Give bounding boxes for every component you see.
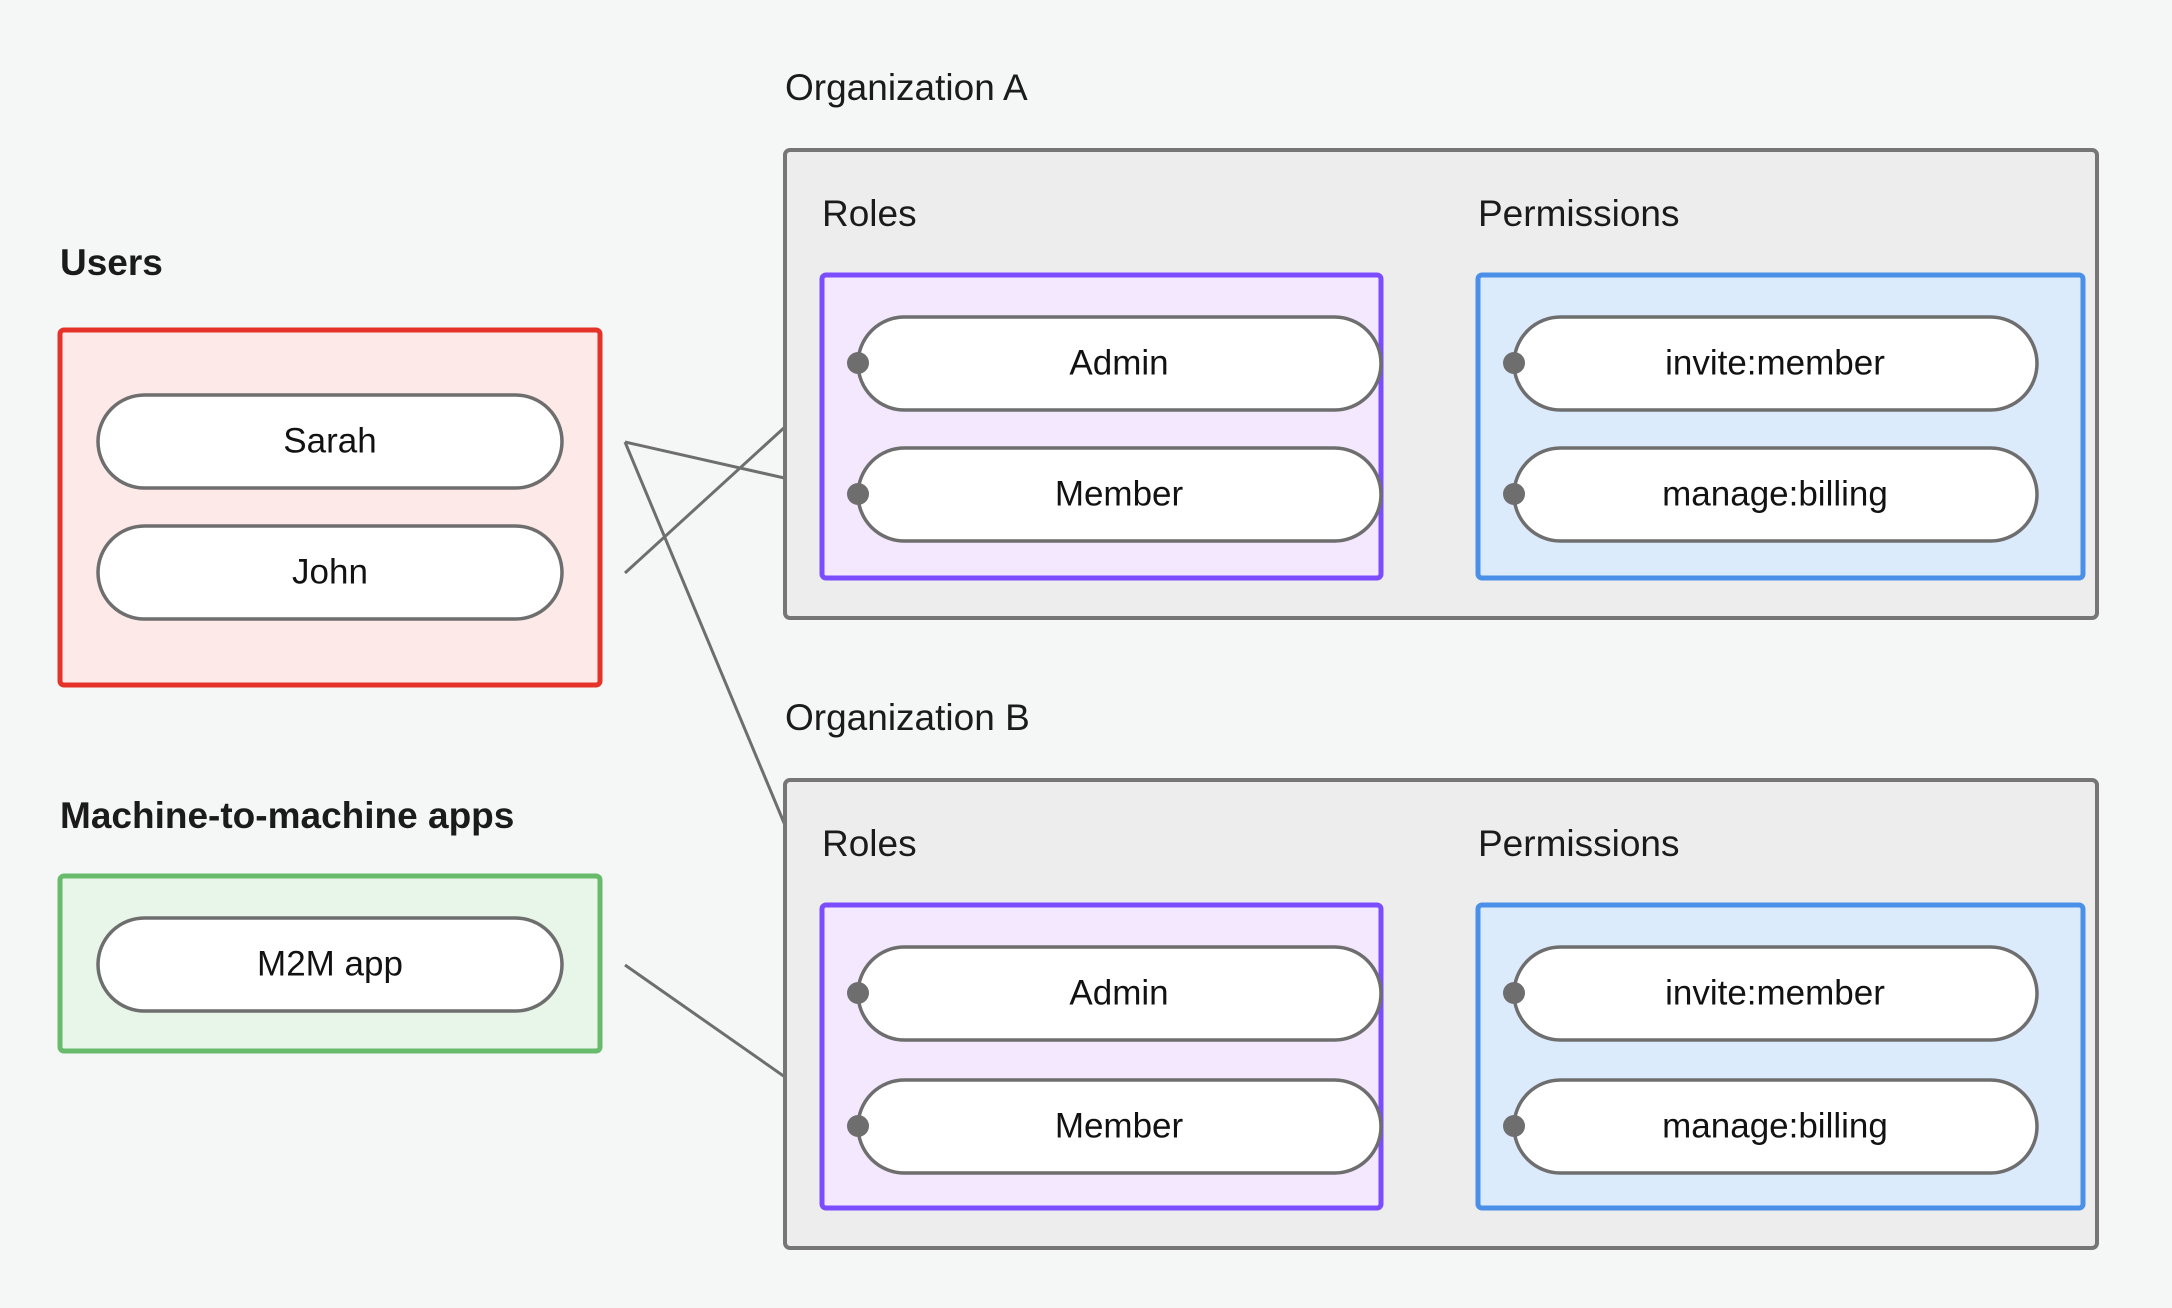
org-b-permissions-label: Permissions <box>1478 823 1680 864</box>
node-sarah[interactable]: Sarah <box>96 393 564 490</box>
node-m2m-app-label: M2M app <box>257 944 403 983</box>
node-org-b-admin-label: Admin <box>1069 973 1168 1012</box>
node-org-a-admin-label: Admin <box>1069 343 1168 382</box>
node-m2m-app[interactable]: M2M app <box>96 916 564 1013</box>
node-john[interactable]: John <box>96 524 564 621</box>
users-container <box>57 327 603 688</box>
node-org-a-member[interactable]: Member <box>856 446 1383 543</box>
endpoint-org-b-member-in <box>847 1115 869 1137</box>
node-john-label: John <box>292 552 368 591</box>
org-a-roles-label: Roles <box>822 193 917 234</box>
endpoint-org-b-billing-in <box>1503 1115 1525 1137</box>
organization-a-title: Organization A <box>785 67 1028 108</box>
node-sarah-label: Sarah <box>283 421 376 460</box>
node-org-a-member-label: Member <box>1055 474 1184 513</box>
endpoint-org-a-admin-in <box>847 352 869 374</box>
node-org-b-member-label: Member <box>1055 1106 1184 1145</box>
organization-b-title: Organization B <box>785 697 1030 738</box>
node-org-a-billing-label: manage:billing <box>1662 474 1888 513</box>
endpoint-org-b-admin-in <box>847 982 869 1004</box>
node-org-a-invite[interactable]: invite:member <box>1512 315 2039 412</box>
edge-endpoint-layer <box>847 352 1525 1137</box>
node-org-a-admin[interactable]: Admin <box>856 315 1383 412</box>
organization-b: Organization B Roles Admin Member Permis… <box>783 697 2099 1250</box>
endpoint-org-a-invite-in <box>1503 352 1525 374</box>
endpoint-org-b-invite-in <box>1503 982 1525 1004</box>
node-org-b-admin[interactable]: Admin <box>856 945 1383 1042</box>
m2m-group: Machine-to-machine apps M2M app <box>57 795 603 1054</box>
node-org-a-billing[interactable]: manage:billing <box>1512 446 2039 543</box>
users-group: Users Sarah John <box>57 242 603 688</box>
org-a-permissions-label: Permissions <box>1478 193 1680 234</box>
node-org-b-invite-label: invite:member <box>1665 973 1885 1012</box>
endpoint-org-a-member-in <box>847 483 869 505</box>
node-org-b-billing[interactable]: manage:billing <box>1512 1078 2039 1175</box>
org-b-roles-label: Roles <box>822 823 917 864</box>
organization-a: Organization A Roles Admin Member Permis… <box>783 67 2099 620</box>
node-john-shape[interactable] <box>96 524 564 621</box>
endpoint-org-a-billing-in <box>1503 483 1525 505</box>
node-org-b-member[interactable]: Member <box>856 1078 1383 1175</box>
node-m2m-app-shape[interactable] <box>96 916 564 1013</box>
node-org-a-invite-label: invite:member <box>1665 343 1885 382</box>
m2m-group-label: Machine-to-machine apps <box>60 795 514 836</box>
node-org-b-billing-label: manage:billing <box>1662 1106 1888 1145</box>
users-group-label: Users <box>60 242 163 283</box>
node-org-b-invite[interactable]: invite:member <box>1512 945 2039 1042</box>
node-sarah-shape[interactable] <box>96 393 564 490</box>
